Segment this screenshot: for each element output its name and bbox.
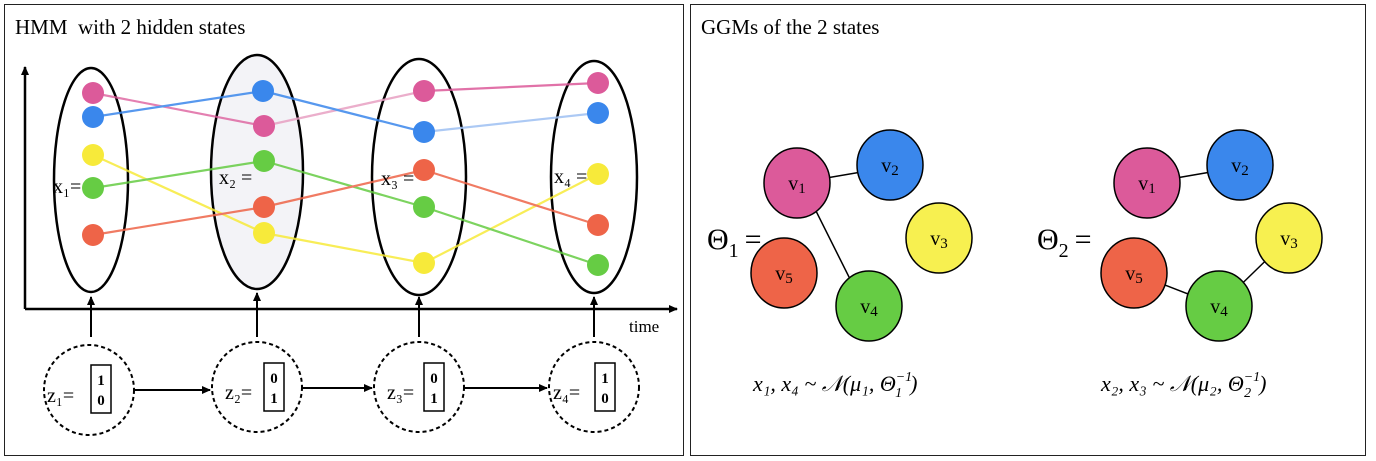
latent-4: z₄= 1 0 [553,362,616,412]
node-v1: v1 [1113,147,1181,219]
svg-text:v2: v2 [881,155,899,179]
time-axis-label: time [629,317,659,336]
ggm-diagram: Θ1= v1 v2 v3 v5 [707,129,1323,401]
state-vector-top: 1 [97,373,105,389]
node-v1: v1 [763,147,831,219]
observation-label-1: x₁= [53,176,81,198]
dots-t1 [82,82,104,246]
latent-2: z₂= 0 1 [225,362,285,412]
state-vector-box [594,362,616,412]
dots-t2 [252,80,275,244]
state-vector-top: 0 [430,371,438,387]
hmm-diagram: time [21,53,678,436]
observation-label-2: x₂ = [219,167,252,189]
observation-label-3: x₃ = [381,168,414,190]
dot-blue [413,121,435,143]
node-v3: v3 [905,202,973,274]
dot-green [587,254,609,276]
latent-3: z₃= 0 1 [387,362,445,412]
dot-yellow [253,222,275,244]
dot-pink [253,115,275,137]
latent-label: z₂= [225,382,252,404]
dot-orange [253,196,275,218]
dot-orange [413,159,435,181]
svg-text:v5: v5 [775,263,793,287]
dot-green [253,150,275,172]
dot-blue [82,106,104,128]
svg-text:v4: v4 [860,296,878,320]
dot-green [82,177,104,199]
theta-label-1: Θ1= [707,223,762,262]
dot-orange [82,224,104,246]
node-v4: v4 [835,270,903,342]
observation-label-4: x₄ = [554,166,587,188]
dot-yellow [587,163,609,185]
dot-green [413,196,435,218]
svg-text:v3: v3 [930,228,948,252]
transition-lines [92,81,599,267]
state-vector-bottom: 1 [270,391,278,407]
ggm-graph-2: Θ2= v1 v2 v3 v5 [1037,129,1323,401]
dots-t3 [413,80,435,274]
dot-pink [82,82,104,104]
state-vector-box [263,362,285,412]
node-v4: v4 [1185,270,1253,342]
dot-blue [252,80,274,102]
node-v2: v2 [856,129,924,201]
svg-text:v3: v3 [1280,228,1298,252]
node-v2: v2 [1206,129,1274,201]
dot-pink [413,80,435,102]
ggm-panel-title: GGMs of the 2 states [701,15,880,39]
state-vector-top: 1 [601,371,609,387]
ggm-panel: GGMs of the 2 states Θ1= v1 v2 v3 [690,4,1366,456]
theta-label-2: Θ2= [1037,223,1092,262]
latent-1: z₁= 1 0 [47,364,112,414]
dot-orange [587,214,609,236]
node-v5: v5 [750,237,818,309]
hmm-panel-title: HMM with 2 hidden states [15,15,246,39]
latent-circle-4 [548,341,640,433]
dot-yellow [82,144,104,166]
node-v5: v5 [1100,237,1168,309]
svg-text:v2: v2 [1231,155,1249,179]
dot-blue [587,102,609,124]
ggm-graph-1: Θ1= v1 v2 v3 v5 [707,129,973,401]
dot-pink [587,72,609,94]
state-vector-top: 0 [270,371,278,387]
dot-yellow [413,252,435,274]
state-vector-bottom: 0 [97,393,105,409]
svg-text:v1: v1 [1138,173,1156,197]
latent-label: z₄= [553,382,580,404]
svg-text:v1: v1 [788,173,806,197]
state-vector-box [90,364,112,414]
state-vector-bottom: 1 [430,391,438,407]
state-vector-box [423,362,445,412]
latent-label: z₃= [387,382,414,404]
svg-text:v4: v4 [1210,296,1228,320]
node-v3: v3 [1255,202,1323,274]
state-vector-bottom: 0 [601,391,609,407]
hmm-panel: HMM with 2 hidden states time [4,4,684,456]
latent-label: z₁= [47,385,74,407]
dots-t4 [587,72,609,276]
svg-text:v5: v5 [1125,263,1143,287]
